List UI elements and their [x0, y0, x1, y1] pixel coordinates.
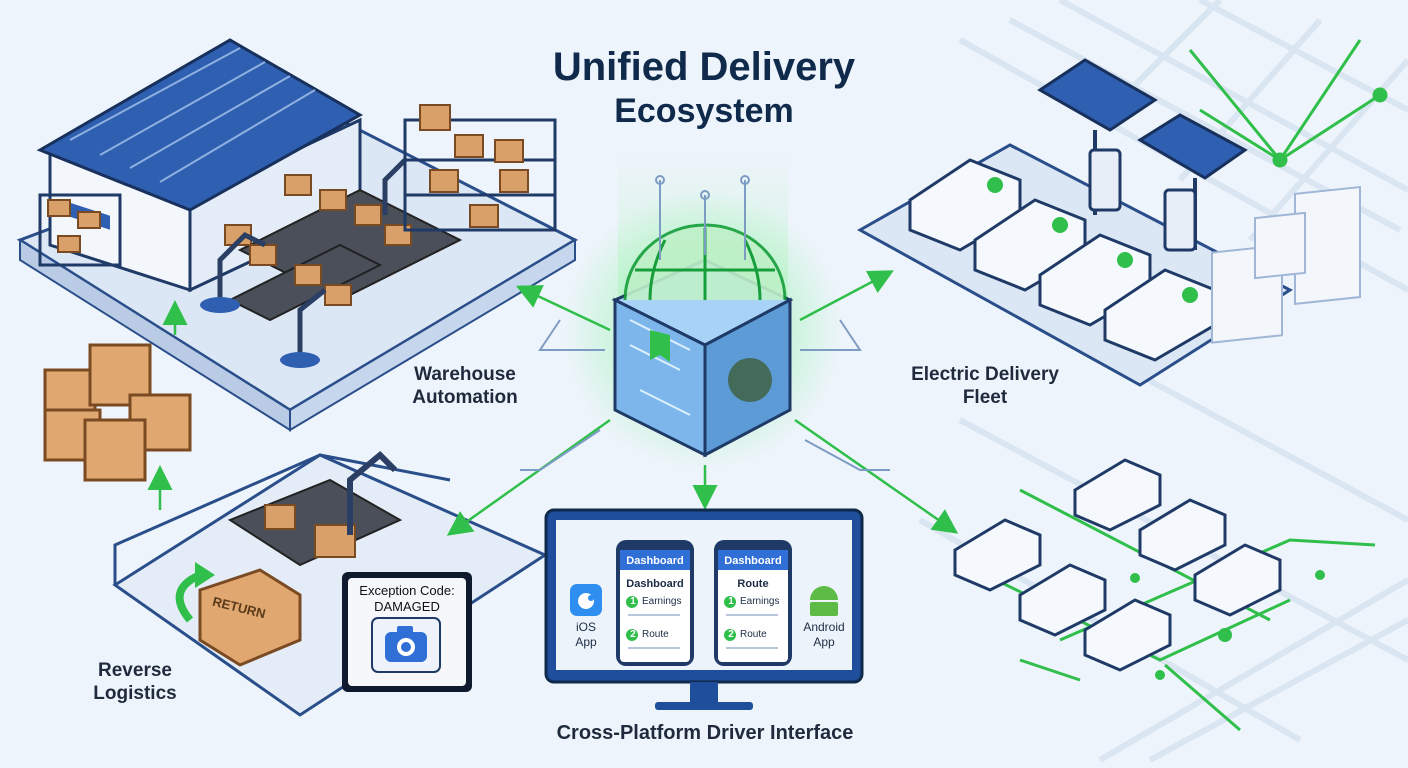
right-phone-header: Dashboard: [724, 555, 782, 567]
ios-app-label-1: iOS: [575, 620, 596, 634]
right-phone-item-1-number: 1: [728, 596, 734, 607]
right-phone-item-1[interactable]: Earnings: [740, 596, 780, 607]
route-lines-top: [1188, 39, 1388, 168]
exception-code-value: DAMAGED: [374, 599, 440, 614]
hub-connections: [147, 270, 959, 536]
left-phone-item-2-number: 2: [630, 629, 636, 640]
delivery-vans-map: [953, 458, 1376, 732]
left-phone-header: Dashboard: [626, 555, 684, 567]
left-phone-title: Dashboard: [626, 578, 684, 590]
fleet-label-line-1: Electric Delivery: [911, 364, 1059, 385]
left-phone-item-1[interactable]: Earnings: [642, 596, 682, 607]
warehouse-label-line-2: Automation: [412, 387, 518, 408]
ios-app-label-2: App: [575, 635, 597, 649]
android-app-label-2: App: [813, 635, 835, 649]
left-phone-item-1-number: 1: [630, 596, 636, 607]
exception-code-label: Exception Code:: [359, 583, 455, 598]
driver-interface-monitor: [544, 508, 864, 710]
fleet-label-line-2: Fleet: [962, 387, 1008, 408]
left-phone-item-2[interactable]: Route: [642, 629, 669, 640]
title-line-1: Unified Delivery: [552, 45, 856, 89]
title-line-2: Ecosystem: [614, 92, 794, 130]
analytics-panels: [1211, 185, 1361, 344]
right-phone-item-2[interactable]: Route: [740, 629, 767, 640]
apple-icon: [570, 584, 602, 616]
reverse-logistics-scene: [112, 450, 549, 717]
android-app-label-1: Android: [803, 620, 845, 634]
return-box-stack: [43, 343, 192, 482]
hub-data-lines: [520, 175, 890, 471]
reverse-label-line-2: Logistics: [93, 683, 177, 704]
android-icon: [810, 586, 838, 616]
warehouse-automation-scene: [16, 38, 579, 432]
central-hub-cube: [611, 223, 794, 458]
warehouse-label-line-1: Warehouse: [414, 364, 516, 385]
right-phone-title: Route: [737, 578, 769, 590]
camera-icon: [385, 626, 427, 662]
right-phone-item-2-number: 2: [728, 629, 734, 640]
driver-interface-label: Cross-Platform Driver Interface: [556, 722, 854, 744]
reverse-label-line-1: Reverse: [98, 660, 172, 681]
exception-code-panel: [342, 572, 472, 692]
electric-fleet-scene: [856, 58, 1294, 387]
